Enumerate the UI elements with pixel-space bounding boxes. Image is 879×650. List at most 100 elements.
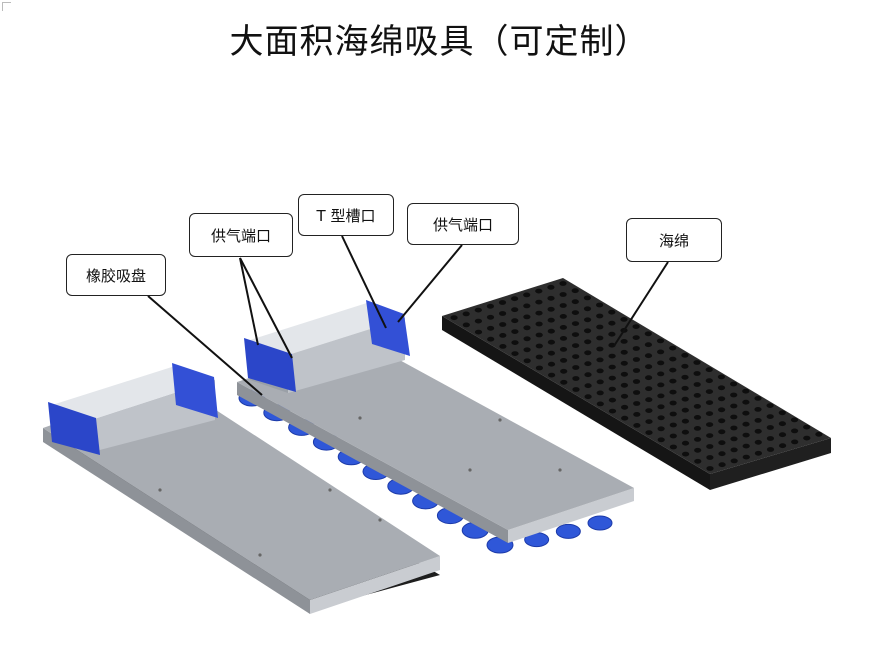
left-endcap-front (48, 402, 100, 455)
sponge-hole (559, 347, 568, 352)
sponge-hole (608, 342, 616, 348)
leader-air-port-left-a (239, 257, 259, 346)
sponge-hole (560, 358, 568, 363)
sponge-hole (754, 439, 762, 445)
sponge-hole (718, 418, 726, 424)
sponge-hole (779, 443, 787, 449)
sponge-hole (620, 317, 628, 322)
sponge-hole (535, 321, 543, 327)
sponge-hole (511, 340, 519, 345)
sponge-hole (487, 325, 495, 331)
sponge-hole (596, 302, 604, 308)
sponge-hole (742, 421, 750, 427)
sponge-hole (669, 444, 678, 450)
middle-endcap-front (244, 338, 296, 392)
sponge-hole (705, 378, 713, 384)
sponge-hole (608, 331, 616, 337)
sponge-front (710, 438, 831, 490)
callout-air-port-left: 供气端口 (189, 213, 293, 257)
sponge-hole (645, 419, 653, 424)
sponge-hole (754, 450, 763, 456)
sponge-hole (499, 344, 507, 349)
sponge-hole (657, 360, 665, 366)
sponge-hole (608, 386, 616, 392)
sponge-hole (706, 455, 714, 460)
sponge-hole (547, 317, 555, 323)
sponge-hole (766, 447, 775, 452)
sponge-hole (547, 328, 555, 334)
sponge-hole (620, 360, 628, 366)
sponge-hole (560, 379, 568, 385)
sponge-hole (742, 432, 750, 438)
leader-air-port-left-b (239, 257, 293, 359)
sponge-hole (632, 324, 640, 329)
sponge-hole (559, 336, 568, 341)
sponge-hole (584, 394, 592, 400)
sponge-hole (499, 333, 507, 338)
sponge-hole (718, 396, 726, 402)
sponge-hole (632, 346, 640, 351)
sponge-hole (523, 358, 531, 364)
sponge-hole (559, 281, 567, 286)
sponge-hole (462, 322, 470, 328)
sponge-hole (621, 404, 629, 410)
sponge-hole (681, 363, 689, 369)
sponge-hole (693, 360, 701, 365)
sponge-hole (499, 311, 507, 316)
sponge-holes (450, 281, 823, 471)
sponge-hole (559, 303, 567, 308)
sponge-hole (644, 342, 653, 348)
left-endcap-back (172, 363, 218, 418)
sponge-hole (657, 437, 665, 443)
middle-plate-top (237, 340, 634, 530)
sponge-hole (778, 410, 786, 416)
sponge-hole (645, 364, 653, 370)
sponge-hole (608, 364, 616, 370)
middle-plate-side (237, 382, 508, 543)
sponge-hole (584, 361, 592, 367)
sponge-hole (572, 343, 580, 348)
sponge-hole (535, 365, 544, 371)
sponge-hole (730, 403, 738, 409)
sponge-hole (535, 354, 543, 360)
sponge-hole (718, 462, 726, 468)
sponge-hole (706, 433, 714, 438)
sponge-hole (754, 428, 762, 434)
sponge-hole (584, 372, 592, 378)
sponge-hole (669, 345, 677, 351)
sponge-hole (803, 424, 811, 430)
sponge-hole (693, 415, 702, 420)
sponge-hole (474, 329, 483, 335)
sponge-hole (620, 393, 629, 399)
sponge-hole (572, 354, 580, 359)
sponge-hole (681, 418, 690, 424)
sponge-hole (657, 349, 665, 355)
sponge-hole (766, 436, 775, 441)
sponge-hole (462, 311, 470, 317)
sponge-hole (694, 447, 702, 453)
sponge-hole (608, 353, 616, 359)
middle-plate-front (508, 488, 634, 543)
sponge-hole (694, 437, 702, 442)
sponge-pad (442, 278, 831, 490)
sponge-hole (791, 428, 799, 434)
sponge-hole (706, 444, 714, 449)
sponge-hole (535, 332, 543, 338)
sponge-hole (584, 339, 592, 345)
sponge-hole (669, 389, 677, 395)
leader-rubber-cup (147, 295, 263, 396)
sponge-hole (742, 410, 750, 416)
sponge-hole (559, 292, 567, 297)
sponge-hole (510, 296, 519, 302)
sponge-hole (717, 385, 726, 391)
sponge-hole (608, 309, 616, 315)
sponge-hole (548, 372, 556, 378)
sponge-hole (742, 388, 750, 394)
sponge-hole (560, 368, 568, 374)
sponge-hole (596, 368, 604, 374)
sponge-hole (693, 382, 701, 387)
sponge-hole (718, 451, 726, 457)
callout-rubber-cup: 橡胶吸盘 (66, 254, 166, 296)
sponge-hole (523, 303, 531, 309)
sponge-hole (511, 307, 519, 313)
